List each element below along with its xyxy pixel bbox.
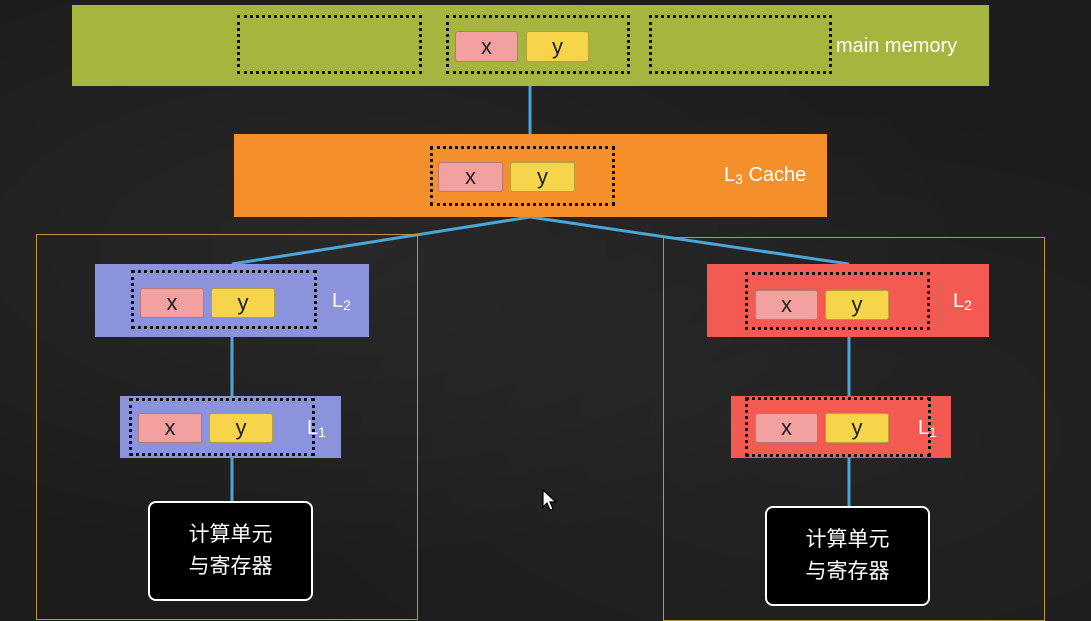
left-l1-cell-x: x [138,413,202,443]
right-l2-cell-y: y [825,290,889,320]
memory-cell-y: y [526,31,589,62]
left-unit-line1: 计算单元 [188,523,273,546]
main-memory-label: main memory [836,35,958,57]
l3-left-l2-connector [231,215,531,266]
left-l2-cell-x: x [140,288,204,318]
left-l2-label-main: L [332,290,344,312]
memory-cell-x: x [455,31,518,62]
right-unit-line1: 计算单元 [805,528,890,551]
right-l2-label: L2 [953,290,972,313]
memory-block-right [649,15,832,74]
l3-right-l2-connector [529,215,850,266]
left-l1-label: L1 [307,417,326,440]
l3-label-sub: 3 [735,171,743,187]
memory-block-center [446,15,630,74]
right-l2-cell-x: x [755,290,818,320]
left-l2-cell-y: y [211,288,275,318]
left-compute-unit: 计算单元 与寄存器 [148,501,313,601]
left-unit-line2: 与寄存器 [188,555,273,578]
right-l2-label-sub: 2 [964,297,972,313]
right-l1-cache-line [745,397,931,457]
left-l1-label-sub: 1 [318,424,326,440]
l3-label-rest: Cache [742,164,807,186]
l3-cache-label: L3 Cache [724,164,806,187]
l3-label-main: L [724,164,736,186]
left-l1-cell-y: y [209,413,273,443]
right-l1-label-sub: 1 [929,424,937,440]
left-core-frame [36,234,418,620]
mouse-cursor-icon [542,489,558,511]
right-l2-cache-line [745,272,930,330]
left-l2-label-sub: 2 [343,297,351,313]
right-l2-label-main: L [953,290,965,312]
right-l1-cell-x: x [755,413,818,443]
memory-block-left [237,15,422,74]
right-l1-cell-y: y [825,413,889,443]
l3-cell-x: x [438,162,503,192]
left-l2-cache-line [131,270,317,329]
l3-cache-line [430,146,615,206]
right-l1-label: L1 [918,417,937,440]
l3-cell-y: y [510,162,575,192]
left-l1-cache-line [129,398,315,456]
left-l2-label: L2 [332,290,351,313]
right-l1-label-main: L [918,417,930,439]
right-compute-unit: 计算单元 与寄存器 [765,506,930,606]
left-l1-label-main: L [307,417,319,439]
right-unit-line2: 与寄存器 [805,560,890,583]
